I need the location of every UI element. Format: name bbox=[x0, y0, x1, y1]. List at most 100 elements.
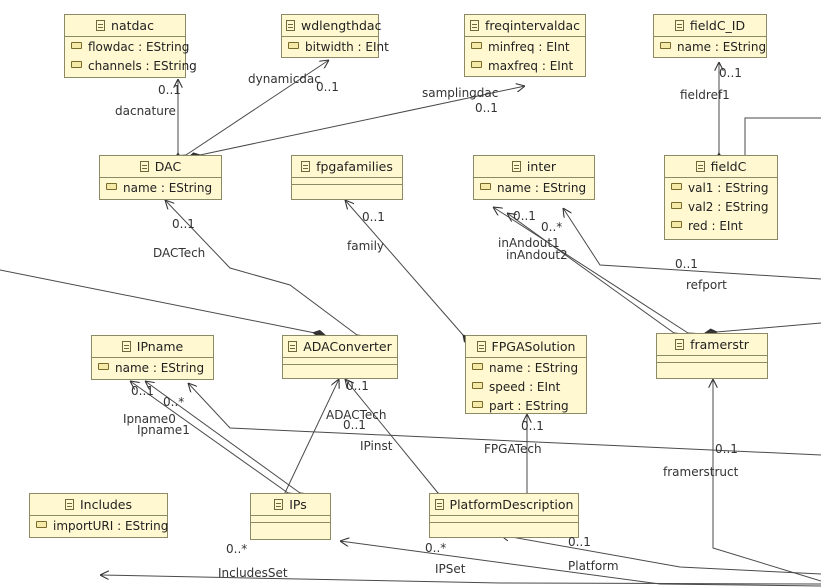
edge-label: family bbox=[347, 239, 385, 253]
class-name: IPs bbox=[289, 497, 307, 512]
multiplicity-label: 0..1 bbox=[172, 217, 195, 231]
class-fieldC_ID[interactable]: fieldC_ID name : EString bbox=[653, 14, 767, 58]
attribute[interactable]: flowdac : EString bbox=[71, 38, 189, 57]
attribute-icon bbox=[671, 221, 682, 228]
class-name: fieldC bbox=[710, 159, 747, 174]
attribute[interactable]: red : EInt bbox=[671, 217, 773, 236]
edge-ipinst[interactable] bbox=[283, 379, 339, 497]
class-name: framerstr bbox=[690, 337, 749, 352]
edge-dactech[interactable] bbox=[165, 200, 357, 335]
eclass-icon bbox=[121, 341, 131, 352]
eclass-icon bbox=[286, 20, 295, 31]
attribute-icon bbox=[480, 183, 491, 190]
attribute[interactable]: minfreq : EInt bbox=[471, 38, 581, 57]
class-name: fpgafamilies bbox=[316, 159, 393, 174]
edge-left-to-adaconverter bbox=[0, 269, 326, 338]
class-PlatformDescription[interactable]: PlatformDescription bbox=[429, 493, 579, 538]
eclass-icon bbox=[511, 161, 521, 172]
multiplicity-label: 0..1 bbox=[568, 535, 591, 549]
attribute-icon bbox=[671, 202, 682, 209]
attribute-icon bbox=[472, 363, 483, 370]
attribute[interactable]: channels : EString bbox=[71, 57, 197, 76]
edge-label: inAndout1 bbox=[498, 236, 560, 250]
edge-label: fieldref1 bbox=[680, 88, 730, 102]
edge-right-to-framerstr bbox=[704, 322, 821, 337]
attribute[interactable]: name : EString bbox=[472, 359, 582, 378]
multiplicity-label: 0..1 bbox=[131, 384, 154, 398]
class-IPname[interactable]: IPname name : EString bbox=[91, 335, 214, 380]
attribute[interactable]: speed : EInt bbox=[472, 378, 582, 397]
eclass-icon bbox=[288, 341, 298, 352]
multiplicity-label: 0..1 bbox=[343, 418, 366, 432]
class-name: freqintervaldac bbox=[484, 18, 580, 33]
edge-label: dynamicdac bbox=[248, 72, 321, 86]
edge-right-to-ipname bbox=[188, 383, 821, 456]
eclass-icon bbox=[434, 499, 444, 510]
attribute-icon bbox=[36, 521, 47, 528]
eclass-icon bbox=[469, 20, 479, 31]
edge-label: refport bbox=[686, 278, 727, 292]
edge-inandout1[interactable] bbox=[493, 207, 688, 333]
eclass-icon bbox=[674, 20, 684, 31]
attribute[interactable]: importURI : EString bbox=[36, 517, 168, 536]
attribute[interactable]: name : EString bbox=[480, 179, 590, 198]
edge-family[interactable] bbox=[345, 200, 463, 335]
edge-platform[interactable] bbox=[500, 535, 821, 575]
multiplicity-label: 0..1 bbox=[158, 83, 181, 97]
edge-adactech[interactable] bbox=[345, 379, 438, 493]
attribute-icon bbox=[98, 363, 109, 370]
eclass-icon bbox=[274, 499, 284, 510]
multiplicity-label: 0..1 bbox=[346, 379, 369, 393]
edge-label: Ipname1 bbox=[137, 423, 190, 437]
eclass-icon bbox=[139, 161, 149, 172]
class-name: FPGASolution bbox=[491, 339, 576, 354]
edge-label: ADACTech bbox=[326, 408, 387, 422]
edge-inandout2[interactable] bbox=[507, 213, 674, 333]
edge-ipname1[interactable] bbox=[145, 381, 300, 493]
class-framerstr[interactable]: framerstr bbox=[656, 333, 768, 379]
edge-includesset[interactable] bbox=[100, 575, 821, 585]
attribute-icon bbox=[471, 61, 482, 68]
multiplicity-label: 0..1 bbox=[475, 101, 498, 115]
class-ADAConverter[interactable]: ADAConverter bbox=[282, 335, 398, 379]
attribute[interactable]: name : EString bbox=[660, 38, 766, 57]
class-fpgafamilies[interactable]: fpgafamilies bbox=[291, 155, 403, 200]
multiplicity-label: 0..1 bbox=[719, 66, 742, 80]
edge-framerstruct[interactable] bbox=[713, 379, 821, 582]
edge-refport[interactable] bbox=[563, 208, 821, 280]
class-inter[interactable]: inter name : EString bbox=[473, 155, 595, 200]
attribute[interactable]: part : EString bbox=[472, 397, 582, 416]
attribute[interactable]: name : EString bbox=[106, 179, 217, 198]
class-Includes[interactable]: Includes importURI : EString bbox=[29, 493, 168, 538]
multiplicity-label: 0..* bbox=[163, 395, 185, 409]
multiplicity-label: 0..1 bbox=[316, 80, 339, 94]
eclass-icon bbox=[675, 339, 685, 350]
edge-label: IPinst bbox=[360, 439, 393, 453]
class-name: fieldC_ID bbox=[689, 18, 746, 33]
edge-ipset[interactable] bbox=[340, 541, 821, 587]
eclass-icon bbox=[96, 20, 106, 31]
multiplicity-label: 0..* bbox=[425, 541, 447, 555]
class-IPs[interactable]: IPs bbox=[250, 493, 331, 540]
edge-fieldC-right bbox=[744, 117, 821, 163]
class-wdlengthdac[interactable]: wdlengthdac bitwidth : EInt bbox=[281, 14, 389, 58]
attribute[interactable]: val1 : EString bbox=[671, 179, 773, 198]
attribute-icon bbox=[472, 401, 483, 408]
class-name: PlatformDescription bbox=[449, 497, 574, 512]
edge-samplingdac[interactable] bbox=[200, 86, 525, 155]
class-DAC[interactable]: DAC name : EString bbox=[99, 155, 222, 200]
eclass-icon bbox=[64, 499, 74, 510]
class-name: ADAConverter bbox=[303, 339, 392, 354]
multiplicity-label: 0..* bbox=[541, 220, 563, 234]
class-name: natdac bbox=[111, 18, 154, 33]
attribute[interactable]: maxfreq : EInt bbox=[471, 57, 581, 76]
attribute[interactable]: val2 : EString bbox=[671, 198, 773, 217]
attribute[interactable]: name : EString bbox=[98, 359, 209, 378]
attribute[interactable]: bitwidth : EInt bbox=[288, 38, 389, 57]
